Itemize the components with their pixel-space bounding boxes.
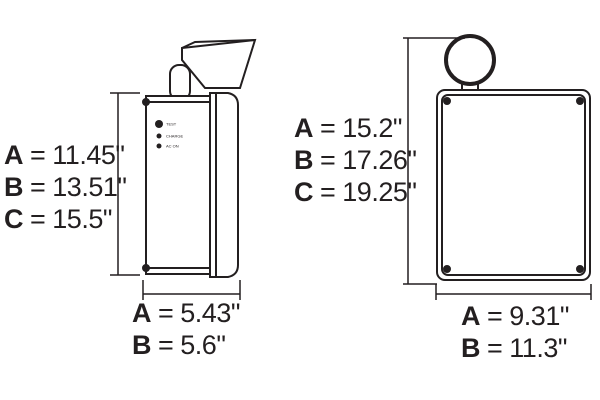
dim-b: B = 11.3" [461, 332, 569, 364]
dim-letter: A [294, 113, 314, 143]
dim-value: = 17.26" [320, 145, 417, 175]
indicator-charge: CHARGE [166, 134, 183, 139]
test-button-icon [155, 120, 163, 128]
dim-letter: C [4, 204, 24, 234]
ac-on-led-icon [156, 143, 162, 149]
dim-value: = 13.51" [30, 172, 127, 202]
dim-a: A = 11.45" [4, 139, 126, 171]
dim-value: = 11.3" [487, 333, 567, 363]
dim-letter: B [132, 330, 152, 360]
dim-letter: C [294, 177, 314, 207]
width-dimension-line [435, 284, 592, 300]
dim-c: C = 19.25" [294, 176, 417, 208]
dim-b: B = 17.26" [294, 144, 417, 176]
dim-value: = 15.5" [30, 204, 112, 234]
unit-box [436, 89, 591, 281]
side-view-unit: TEST CHARGE AC ON [110, 38, 257, 300]
front-width-dimensions: A = 9.31" B = 11.3" [461, 300, 569, 364]
dim-b: B = 13.51" [4, 171, 127, 203]
indicator-ac-on: AC ON [166, 144, 179, 149]
dim-a: A = 15.2" [294, 112, 416, 144]
dim-letter: B [294, 145, 314, 175]
side-depth-dimensions: A = 5.43" B = 5.6" [132, 297, 240, 361]
dim-letter: A [132, 298, 152, 328]
side-height-dimensions: A = 11.45" B = 13.51" C = 15.5" [4, 139, 127, 235]
charge-led-icon [156, 133, 162, 139]
dim-letter: B [461, 333, 481, 363]
dim-letter: A [461, 301, 481, 331]
dim-letter: A [4, 140, 24, 170]
dim-value: = 15.2" [320, 113, 402, 143]
height-dimension-line [403, 37, 465, 285]
lamp-post [169, 64, 191, 101]
front-height-dimensions: A = 15.2" B = 17.26" C = 19.25" [294, 112, 417, 208]
lamp-head [444, 34, 496, 86]
dim-value: = 9.31" [487, 301, 569, 331]
depth-dimension-line [142, 280, 241, 300]
dim-letter: B [4, 172, 24, 202]
dim-value: = 5.43" [158, 298, 240, 328]
dim-value: = 19.25" [320, 177, 417, 207]
dim-c: C = 15.5" [4, 203, 126, 235]
dim-value: = 11.45" [30, 140, 125, 170]
front-view-unit [403, 34, 592, 300]
dim-a: A = 9.31" [461, 300, 569, 332]
front-cover [209, 92, 239, 278]
dim-a: A = 5.43" [132, 297, 240, 329]
dim-b: B = 5.6" [132, 329, 240, 361]
indicator-test: TEST [166, 122, 177, 127]
dim-value: = 5.6" [158, 330, 226, 360]
height-dimension-line [110, 92, 140, 276]
lamp-head [181, 38, 257, 89]
